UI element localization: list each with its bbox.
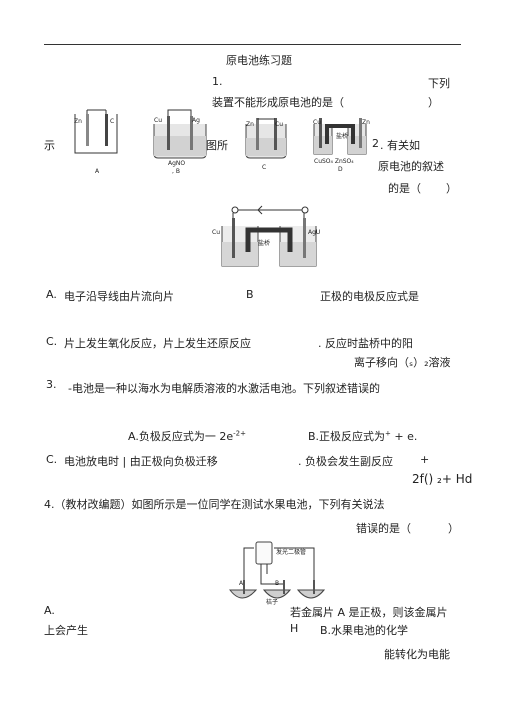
- q1-figure-b: [153, 109, 207, 159]
- q3-optd-b: 2f() ₂+ Hd: [412, 472, 473, 486]
- q4-opta: A.: [44, 604, 55, 617]
- q2-intro-a: . 有关如: [380, 139, 420, 152]
- q1-text-line2: 装置不能形成原电池的是（: [212, 96, 344, 109]
- q2-number: 2: [372, 137, 379, 150]
- q3-optb: B.正极反应式为+ + e.: [308, 429, 418, 443]
- q2-intro-c: 的是（: [388, 182, 421, 195]
- q1-figb-caption: , B: [172, 168, 180, 175]
- q1-left-word: 示: [44, 139, 55, 152]
- q2-figure: [221, 205, 317, 267]
- q1-figd-label-zn: Zn: [362, 119, 370, 126]
- q4-fig-label-b: B: [275, 580, 280, 587]
- q4-fig-label-a: A: [239, 580, 244, 587]
- q4-opth: H: [290, 622, 299, 635]
- q2-optd-a: . 反应时盐桥中的阳: [318, 337, 413, 350]
- q2-opta-letter: A.: [46, 288, 57, 301]
- q1-figd-bridge: 盐桥: [336, 133, 349, 140]
- q1-figa-caption: A: [95, 168, 100, 175]
- q3-optd: . 负极会发生副反应: [298, 455, 393, 468]
- q1-figd-caption: D: [338, 166, 343, 173]
- q1-figure-c: [245, 118, 287, 159]
- q4-optb-b: 能转化为电能: [384, 648, 450, 661]
- q1-figure-d: [313, 118, 367, 155]
- q1-figd-solution: CuSO₄ ZnSO₄: [314, 158, 354, 165]
- q2-fig-label-right: AgU: [308, 229, 321, 236]
- q2-intro-b: 原电池的叙述: [378, 160, 444, 173]
- q3-optc-letter: C.: [46, 453, 58, 466]
- page-title: 原电池练习题: [226, 54, 292, 67]
- q1-figa-label-zn: Zn: [74, 118, 82, 125]
- q1-figc-label-zn: Zn: [246, 121, 254, 128]
- q4-figure: [228, 541, 326, 599]
- q1-figb-label-cu: Cu: [154, 117, 162, 124]
- q1-figure-a: [74, 109, 118, 154]
- q2-opta: 电子沿导线由片流向片: [64, 290, 174, 303]
- q1-figc-label-cu: Cu: [275, 121, 283, 128]
- q3-number: 3.: [46, 378, 57, 391]
- q2-optb-letter: B: [246, 288, 254, 301]
- q1-figa-label-c: C: [110, 118, 115, 125]
- q2-optc: 片上发生氧化反应，片上发生还原反应: [64, 337, 251, 350]
- q2-fig-bridge: 盐桥: [258, 240, 271, 247]
- q4-optb: B.水果电池的化学: [320, 624, 409, 637]
- q2-optc-letter: C.: [46, 335, 58, 348]
- q1-figd-label-cu: Cu: [313, 119, 321, 126]
- q3-optd-plus: +: [420, 453, 430, 466]
- q4-paren-close: ）: [448, 522, 459, 535]
- q2-paren-close: ）: [446, 182, 457, 195]
- q1-figc-caption: C: [262, 164, 267, 171]
- q1-mid-word: 图所: [206, 139, 228, 152]
- q4-stem: 4.（教材改编题）如图所示是一位同学在测试水果电池，下列有关说法: [44, 498, 385, 511]
- q1-figb-solution: AgNO: [168, 160, 186, 167]
- q2-optb: 正极的电极反应式是: [320, 290, 419, 303]
- q2-fig-label-left: Cu: [212, 229, 220, 236]
- q3-optc: 电池放电时 | 由正极向负极迁移: [64, 455, 218, 468]
- q4-opta-right: 若金属片 A 是正极，则该金属片: [290, 606, 448, 619]
- q4-fig-orange: 桔子: [266, 599, 279, 606]
- q1-paren-close: ）: [428, 96, 439, 109]
- q1-figb-label-ag: Ag: [192, 117, 200, 124]
- q1-number: 1.: [212, 75, 223, 88]
- q3-stem: -电池是一种以海水为电解质溶液的水激活电池。下列叙述错误的: [68, 382, 380, 395]
- q1-text-tail: 下列: [428, 77, 450, 90]
- q3-opta: A.负极反应式为一 2e-2+: [128, 429, 246, 443]
- q4-tail: 错误的是（: [356, 522, 411, 535]
- header-rule: [44, 44, 461, 45]
- q2-optd-b: 离子移向（ₛ）₂溶液: [354, 356, 451, 369]
- q4-fig-led: 发光二极管: [276, 549, 307, 556]
- q4-opta-line2: 上会产生: [44, 624, 88, 637]
